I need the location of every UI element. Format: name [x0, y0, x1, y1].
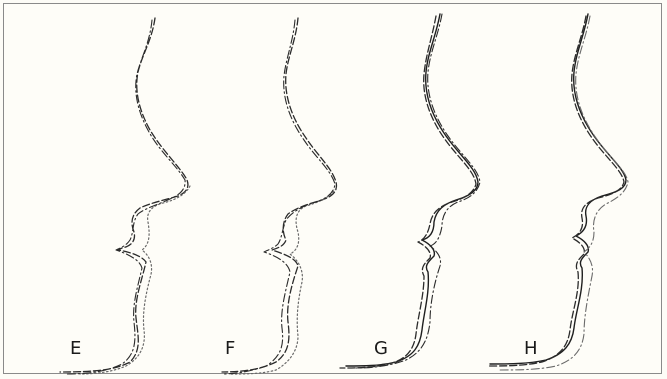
panel-label-e: E — [70, 340, 81, 358]
panel-e-profiles — [60, 18, 190, 374]
panel-e-profile-dotted — [80, 186, 190, 374]
panel-g-profile-dashdot — [356, 14, 480, 368]
panel-h-profiles — [488, 14, 628, 370]
panel-h-profile-dashed — [488, 16, 624, 366]
panel-f-profile-dotted — [230, 188, 336, 374]
panel-h-profile-solid — [490, 14, 626, 364]
panel-f-profile-dashdot — [222, 20, 335, 374]
panel-f-profile-dashed — [222, 18, 336, 372]
panel-label-f: F — [225, 340, 235, 358]
panel-f-profiles — [222, 18, 336, 374]
panel-label-h: H — [524, 340, 538, 358]
panel-label-g: G — [374, 340, 388, 358]
panel-g-profile-solid — [346, 14, 478, 366]
panel-e-profile-dashdot — [66, 20, 185, 374]
panel-g-profiles — [340, 14, 480, 368]
panel-e-profile-dashed — [60, 18, 188, 372]
panel-h-profile-dashdot — [498, 16, 628, 370]
panel-g-profile-dashed — [340, 16, 476, 368]
